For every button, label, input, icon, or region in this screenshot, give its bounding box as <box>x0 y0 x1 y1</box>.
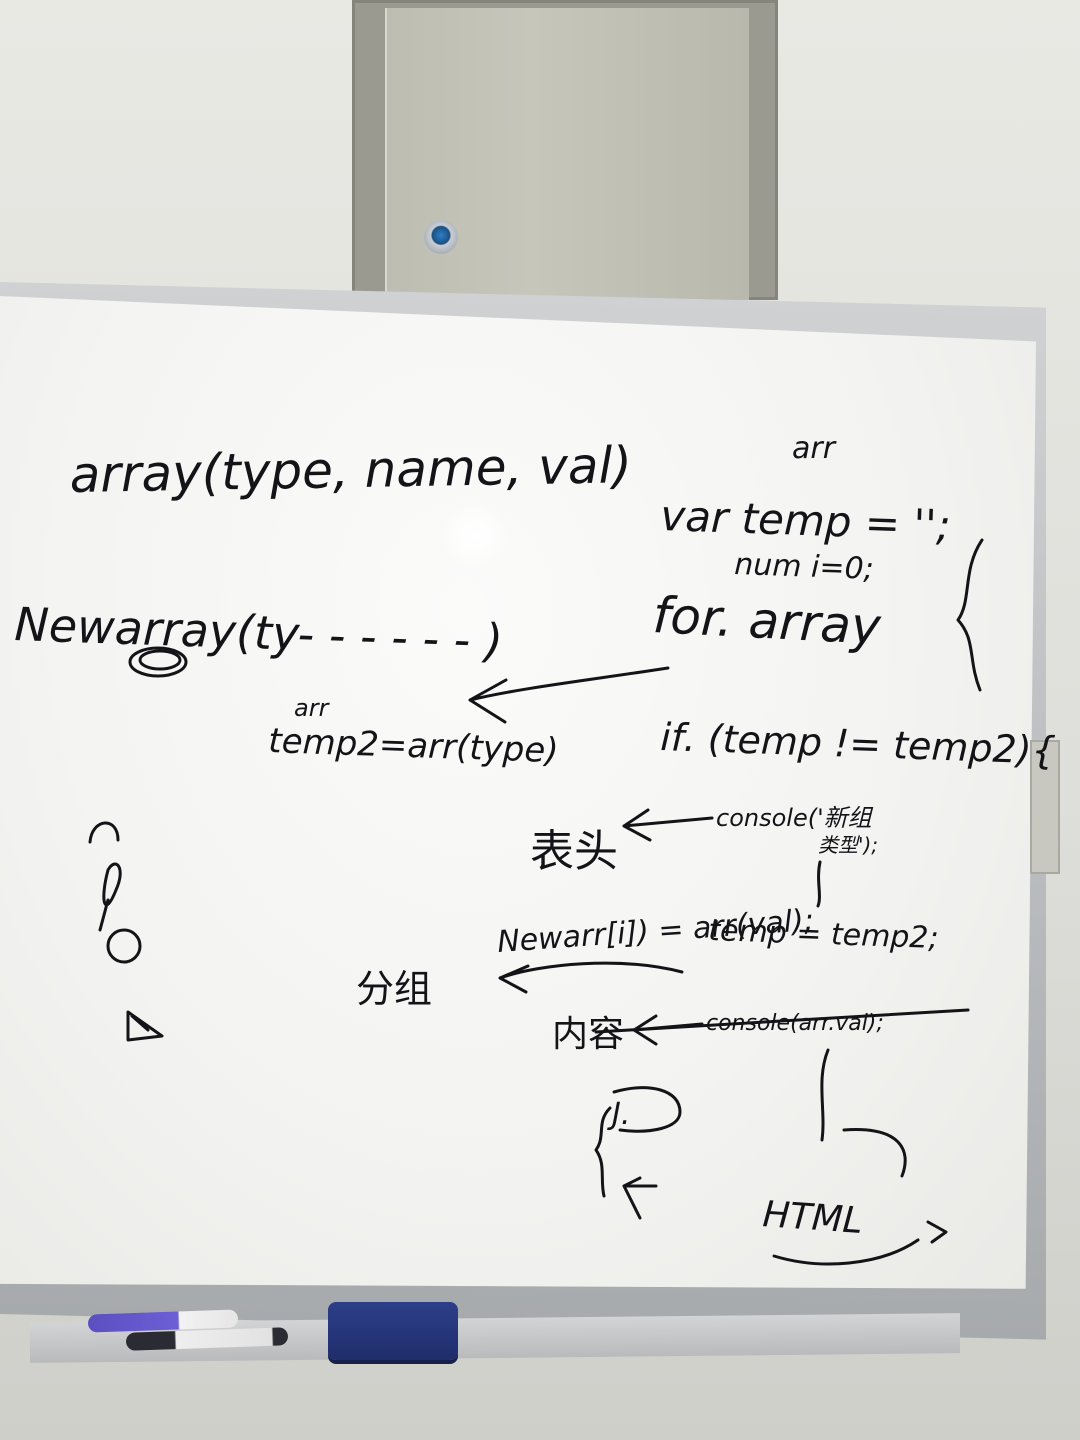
text-html-label: HTML <box>761 1194 864 1242</box>
arrow-to-content <box>632 1014 704 1046</box>
html-underline <box>772 1238 920 1266</box>
text-if-cond: if. (temp != temp2){ <box>660 715 1057 773</box>
doodle-loop-1 <box>88 821 120 844</box>
light-glare <box>440 500 510 570</box>
door-knob <box>424 220 458 254</box>
text-for-array: for. array <box>651 586 883 656</box>
brace-left <box>594 1106 612 1198</box>
arrow-to-temp2 <box>468 666 670 724</box>
scribble-mark-2 <box>138 649 182 671</box>
html-bracket <box>842 1128 907 1178</box>
vertical-tick <box>816 860 822 908</box>
js-box <box>612 1086 682 1133</box>
html-arrow <box>926 1220 948 1244</box>
board-side-bracket <box>1030 740 1060 874</box>
text-content-label: 内容 <box>552 1014 624 1055</box>
text-group-label: 分组 <box>356 967 432 1011</box>
text-var-temp: var temp = ''; <box>660 491 952 550</box>
whiteboard-eraser <box>328 1302 458 1360</box>
scribble-mark <box>128 646 188 678</box>
text-arr-label: arr <box>294 694 331 722</box>
doodle-circle <box>106 928 142 964</box>
text-head-label: 表头 <box>530 826 618 877</box>
arrow-js <box>622 1176 658 1220</box>
text-temp2-assign: temp2=arr(type) <box>268 721 560 771</box>
text-temp-assign: temp = temp2; <box>708 913 939 956</box>
doodle-triangle <box>126 1010 164 1042</box>
brace-right <box>956 538 984 692</box>
text-console-1: console('新组 <box>716 804 874 832</box>
html-vertical-line <box>820 1048 830 1142</box>
text-arr-top: arr <box>792 431 837 466</box>
text-console-1b: 类型'); <box>818 833 878 857</box>
arrow-to-head <box>622 808 714 842</box>
text-newarray: Newarray(ty- - - - - - ) <box>14 597 504 668</box>
text-js-label: J. <box>607 1097 630 1132</box>
text-num-i: num i=0; <box>734 547 875 587</box>
text-array-sig: array(type, name, val) <box>69 436 632 504</box>
arrow-to-group <box>498 961 684 994</box>
doodle-loop-2 <box>98 862 122 932</box>
